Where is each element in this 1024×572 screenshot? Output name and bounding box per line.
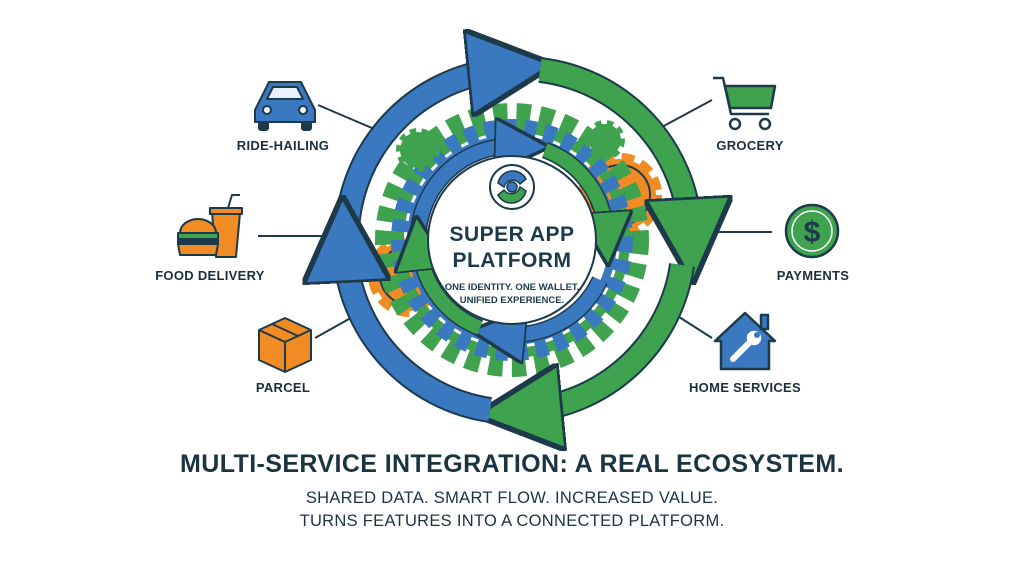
gear-small-top-right-icon	[585, 120, 625, 160]
box-icon	[258, 317, 312, 373]
burger-drink-icon	[177, 194, 243, 258]
center-tagline-line2: UNIFIED EXPERIENCE.	[459, 295, 565, 306]
subline-2: TURNS FEATURES INTO A CONNECTED PLATFORM…	[299, 512, 725, 530]
service-label-parcel: PARCEL	[255, 380, 311, 395]
inner-arrows	[418, 146, 606, 335]
center-disc	[427, 155, 597, 325]
house-wrench-icon	[713, 311, 777, 371]
service-label-ride-hailing: RIDE-HAILING	[236, 138, 330, 153]
svg-text:$: $	[804, 216, 821, 249]
car-icon	[254, 81, 316, 131]
shopping-cart-icon	[713, 76, 777, 131]
center-tagline-line1: ONE IDENTITY. ONE WALLET.	[444, 282, 580, 293]
service-label-payments: PAYMENTS	[776, 268, 850, 283]
headline: MULTI-SERVICE INTEGRATION: A REAL ECOSYS…	[180, 450, 844, 478]
service-label-food-delivery: FOOD DELIVERY	[155, 268, 265, 283]
connector-grocery	[659, 99, 713, 129]
connector-ride-hailing	[317, 104, 373, 129]
center-title-line2: PLATFORM	[452, 249, 572, 272]
subline-1: SHARED DATA. SMART FLOW. INCREASED VALUE…	[305, 489, 719, 507]
service-label-grocery: GROCERY	[716, 138, 784, 153]
service-label-home-services: HOME SERVICES	[688, 380, 802, 395]
super-app-logo-icon	[489, 164, 535, 210]
outer-arrows	[345, 70, 690, 410]
center-title-line1: SUPER APP	[449, 223, 575, 246]
gear-small-top-left-icon	[396, 128, 440, 172]
dollar-coin-icon: $	[784, 203, 840, 259]
